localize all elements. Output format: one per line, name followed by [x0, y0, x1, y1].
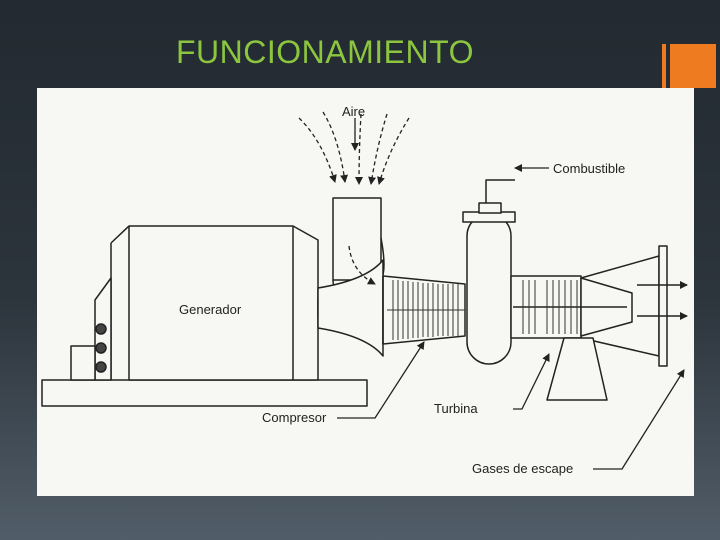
label-turbine: Turbina — [434, 401, 478, 416]
gas-turbine-diagram: Aire Combustible Generador Compresor Tur… — [37, 88, 694, 496]
label-compressor: Compresor — [262, 410, 327, 425]
label-generator: Generador — [179, 302, 242, 317]
base-platform — [42, 380, 367, 406]
label-fuel: Combustible — [553, 161, 625, 176]
accent-line — [662, 44, 666, 88]
combustion-chamber — [463, 180, 515, 364]
slide-title: FUNCIONAMIENTO — [176, 34, 474, 71]
support-stand — [547, 338, 607, 400]
accent-bar — [662, 44, 716, 88]
accent-block — [670, 44, 716, 88]
label-air: Aire — [342, 104, 365, 119]
label-exhaust: Gases de escape — [472, 461, 573, 476]
diagram-svg: Aire Combustible Generador Compresor Tur… — [37, 88, 694, 496]
